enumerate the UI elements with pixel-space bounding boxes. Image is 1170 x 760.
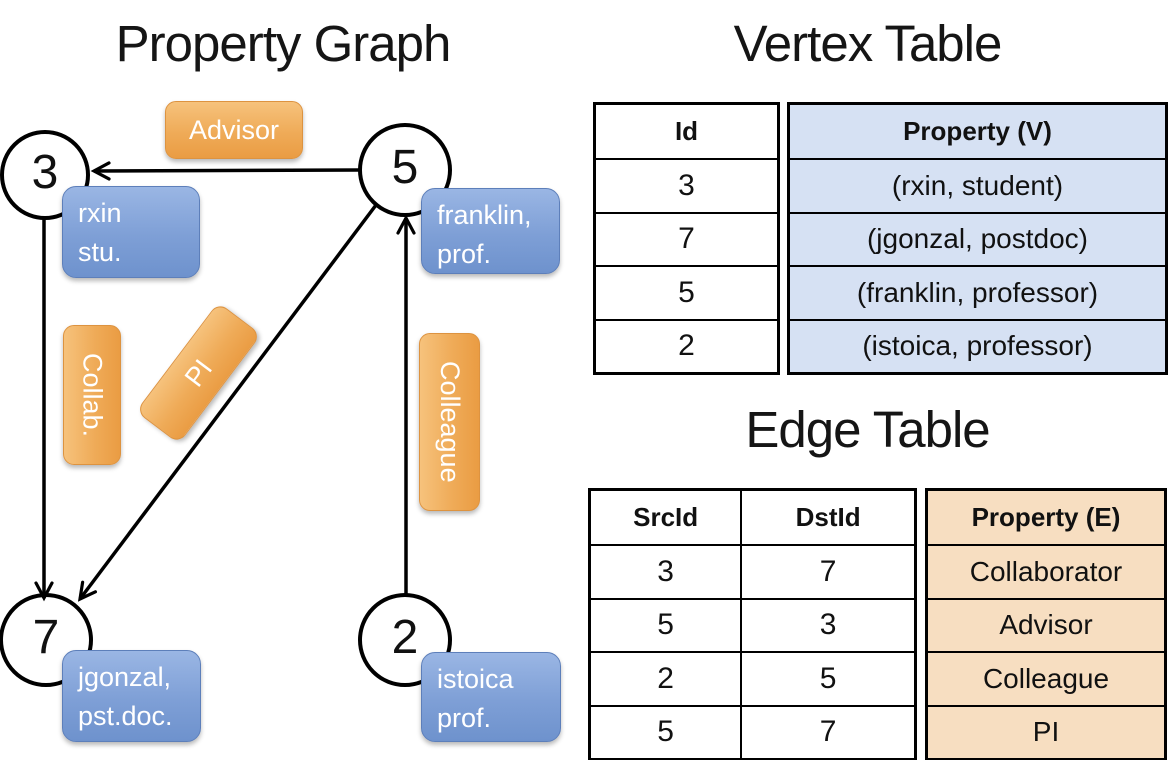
edge-label-collab: Collab. xyxy=(63,325,121,465)
edge-table-dst-cell: 3 xyxy=(819,608,837,642)
edge-table-property-column: Property (E) Collaborator Advisor Collea… xyxy=(925,488,1167,760)
vertex-box-3: rxin stu. xyxy=(62,186,200,278)
edge-table-header-row: SrcId DstId xyxy=(591,491,914,545)
vertex-table-id-cell: 3 xyxy=(596,158,777,211)
vertex-table-id-header: Id xyxy=(674,116,699,147)
edge-table-src-cell: 3 xyxy=(591,546,743,598)
edge-table-dst-cell: 7 xyxy=(819,555,837,589)
node-id-3: 3 xyxy=(31,146,59,199)
vertex-box-5-role: prof. xyxy=(437,239,492,269)
edge-table-row: 5 7 xyxy=(591,704,914,758)
vertex-table-property-cell: (jgonzal, postdoc) xyxy=(790,211,1165,265)
vertex-box-3-role: stu. xyxy=(78,237,122,267)
edge-table-dst-cell: 7 xyxy=(819,715,837,749)
edge-label-advisor: Advisor xyxy=(165,101,303,159)
vertex-box-5-name: franklin, xyxy=(437,200,532,230)
vertex-box-7-name: jgonzal, xyxy=(78,662,172,692)
node-id-5: 5 xyxy=(391,141,419,194)
vertex-table-property-cell: (rxin, student) xyxy=(790,158,1165,211)
edge-table-property-header: Property (E) xyxy=(971,502,1121,533)
vertex-box-7: jgonzal, pst.doc. xyxy=(62,650,201,742)
vertex-table-id-cell: 5 xyxy=(596,265,777,318)
edge-table-row: 5 3 xyxy=(591,597,914,652)
edge-table-dstid-header: DstId xyxy=(795,502,861,533)
vertex-table-property-cell: (istoica, professor) xyxy=(790,318,1165,372)
edge-table-src-cell: 5 xyxy=(591,706,743,758)
edge-table-src-cell: 5 xyxy=(591,599,743,652)
vertex-box-3-name: rxin xyxy=(78,198,122,228)
edge-table-property-cell: PI xyxy=(928,704,1164,758)
vertex-box-2-name: istoica xyxy=(437,664,514,694)
edge-table-property-cell: Colleague xyxy=(928,651,1164,704)
vertex-table-property-header: Property (V) xyxy=(903,116,1052,147)
edge-table-src-cell: 2 xyxy=(591,653,743,705)
edge-advisor-5-to-3 xyxy=(90,161,361,181)
edge-table-src-dst-columns: SrcId DstId 3 7 5 3 2 5 5 7 xyxy=(588,488,917,760)
vertex-table-id-column: Id 3 7 5 2 xyxy=(593,102,780,375)
vertex-table-property-column: Property (V) (rxin, student) (jgonzal, p… xyxy=(787,102,1168,375)
vertex-table-property-cell: (franklin, professor) xyxy=(790,265,1165,318)
vertex-box-2-role: prof. xyxy=(437,703,492,733)
node-id-2: 2 xyxy=(391,611,419,664)
vertex-box-7-role: pst.doc. xyxy=(78,701,173,731)
edge-pi-5-to-7 xyxy=(77,203,378,602)
vertex-table-id-cell: 2 xyxy=(596,318,777,372)
vertex-table-id-cell: 7 xyxy=(596,211,777,265)
edge-table-property-cell: Collaborator xyxy=(928,544,1164,597)
vertex-box-2: istoica prof. xyxy=(421,652,561,742)
edge-table-dst-cell: 5 xyxy=(819,661,837,695)
edge-table-property-cell: Advisor xyxy=(928,597,1164,651)
property-graph-title: Property Graph xyxy=(115,15,452,72)
edge-table-title: Edge Table xyxy=(745,401,990,458)
edge-table-row: 3 7 xyxy=(591,544,914,598)
vertex-box-5: franklin, prof. xyxy=(421,188,560,274)
vertex-table-title: Vertex Table xyxy=(733,15,1003,72)
node-id-7: 7 xyxy=(32,611,60,664)
edge-table-row: 2 5 xyxy=(591,651,914,705)
edge-table-srcid-header: SrcId xyxy=(591,491,743,545)
edge-label-colleague: Colleague xyxy=(419,333,480,511)
